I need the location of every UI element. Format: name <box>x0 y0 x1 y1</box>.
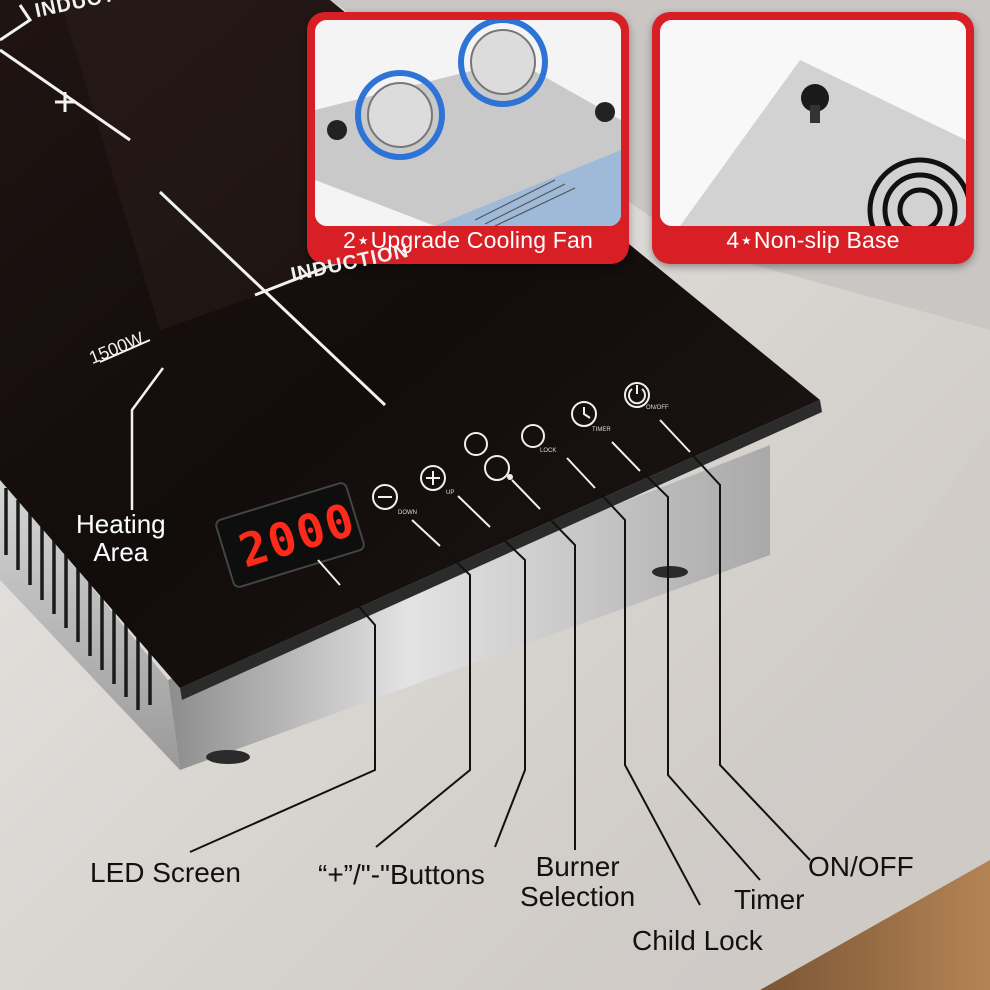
plus-minus-buttons-label: “+”/"-"Buttons <box>318 859 485 890</box>
on-off-button[interactable] <box>623 381 651 409</box>
non-slip-base-photo <box>660 20 966 226</box>
non-slip-base-caption: 4⋆Non-slip Base <box>726 227 900 253</box>
child-lock-button[interactable] <box>520 423 546 449</box>
on-off-label: ON/OFF <box>808 851 914 882</box>
on-off-button-label: ON/OFF <box>646 405 669 411</box>
timer-label: Timer <box>734 884 805 915</box>
burner-selection-label: Burner Selection <box>520 851 636 912</box>
timer-button-label: TIMER <box>592 427 611 433</box>
cooling-fan-inset: 2⋆Upgrade Cooling Fan <box>307 12 629 264</box>
timer-button[interactable] <box>570 400 598 428</box>
led-screen-label: LED Screen <box>90 857 241 888</box>
up-button-label: UP <box>446 490 455 496</box>
child-lock-label: Child Lock <box>632 925 763 956</box>
lock-button-label: LOCK <box>540 448 557 454</box>
down-button[interactable] <box>371 483 399 511</box>
burner-selection-button[interactable] <box>483 454 511 482</box>
up-button[interactable] <box>419 464 447 492</box>
down-button-label: DOWN <box>398 510 417 516</box>
cooling-fan-caption: 2⋆Upgrade Cooling Fan <box>342 227 594 253</box>
non-slip-base-inset: 4⋆Non-slip Base <box>652 12 974 264</box>
heating-area-label: Heating Area <box>76 509 166 567</box>
cooling-fan-photo <box>315 20 621 226</box>
